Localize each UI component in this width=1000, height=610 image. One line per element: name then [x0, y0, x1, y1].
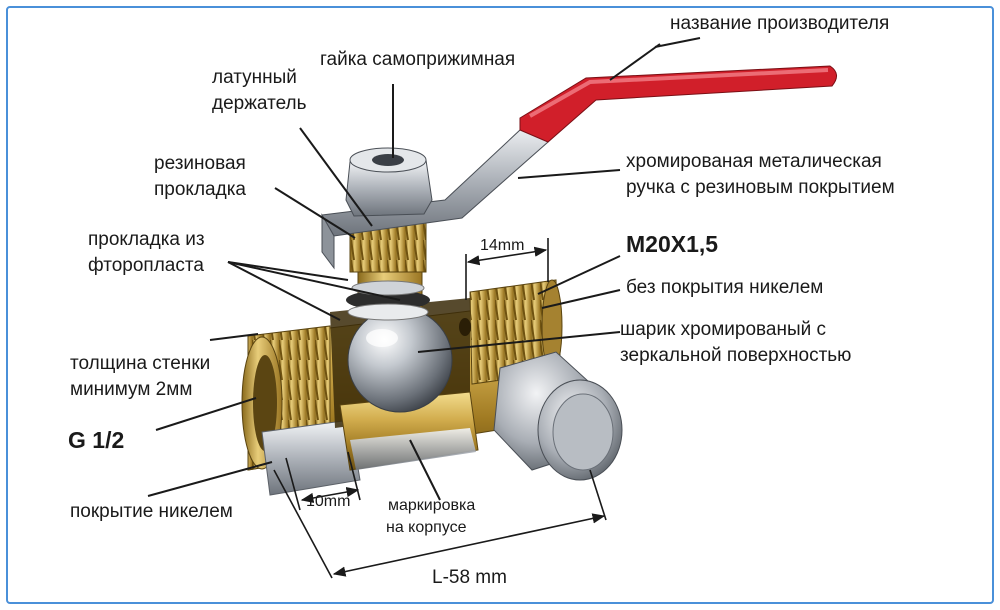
leader-ball: [417, 331, 621, 353]
label-manufacturer: название производителя: [670, 13, 890, 34]
label-dim-10mm: 10mm: [306, 493, 351, 510]
label-wall-1: толщина стенки: [70, 353, 211, 374]
stem-assembly: [346, 219, 430, 321]
leader-brass-holder: [299, 127, 373, 227]
leader-manufacturer: [659, 37, 701, 47]
label-rubber-gasket-1: резиновая: [154, 153, 246, 174]
label-dim-14mm: 14mm: [480, 237, 525, 254]
leader-nickel: [147, 461, 273, 497]
label-marking-1: маркировка: [388, 497, 476, 514]
chrome-ball: [347, 307, 453, 413]
leader-m20: [537, 255, 621, 295]
label-brass-holder-1: латунный: [212, 67, 297, 88]
leader-no-nickel: [541, 289, 621, 309]
label-handle-2: ручка с резиновым покрытием: [626, 177, 895, 198]
leader-ptfe-1: [227, 261, 349, 281]
label-thread-g12: G 1/2: [68, 427, 125, 453]
label-rubber-gasket-2: прокладка: [154, 179, 246, 200]
label-ball-2: зеркальной поверхностью: [620, 345, 852, 366]
leader-marking: [409, 439, 441, 501]
label-thread-m20: M20X1,5: [626, 231, 719, 257]
leader-wall: [209, 333, 259, 341]
label-ball-1: шарик хромированый с: [620, 319, 827, 340]
label-ptfe-gasket-1: прокладка из: [88, 229, 205, 250]
dim-line-58mm: [332, 513, 606, 577]
label-marking-2: на корпусе: [386, 519, 467, 536]
label-handle-1: хромированая металическая: [626, 151, 882, 172]
leader-lines: [147, 37, 701, 501]
label-brass-holder-2: держатель: [212, 93, 307, 114]
label-ptfe-gasket-2: фторопласта: [88, 255, 204, 276]
leader-rubber-gasket: [274, 187, 356, 239]
self-locking-nut: [345, 147, 433, 217]
dimension-lines: [273, 238, 607, 579]
dim-line-14mm: [466, 246, 548, 266]
label-nut: гайка самоприжимная: [320, 49, 516, 70]
leader-handle: [517, 169, 621, 179]
label-no-nickel: без покрытия никелем: [626, 277, 824, 298]
dim-line-10mm: [300, 486, 360, 504]
drain-cap: [493, 351, 623, 481]
label-wall-2: минимум 2мм: [70, 379, 193, 400]
label-nickel: покрытие никелем: [70, 501, 233, 522]
handle: [321, 65, 837, 270]
leader-g12: [155, 397, 257, 431]
label-dim-58mm: L-58 mm: [432, 567, 507, 588]
